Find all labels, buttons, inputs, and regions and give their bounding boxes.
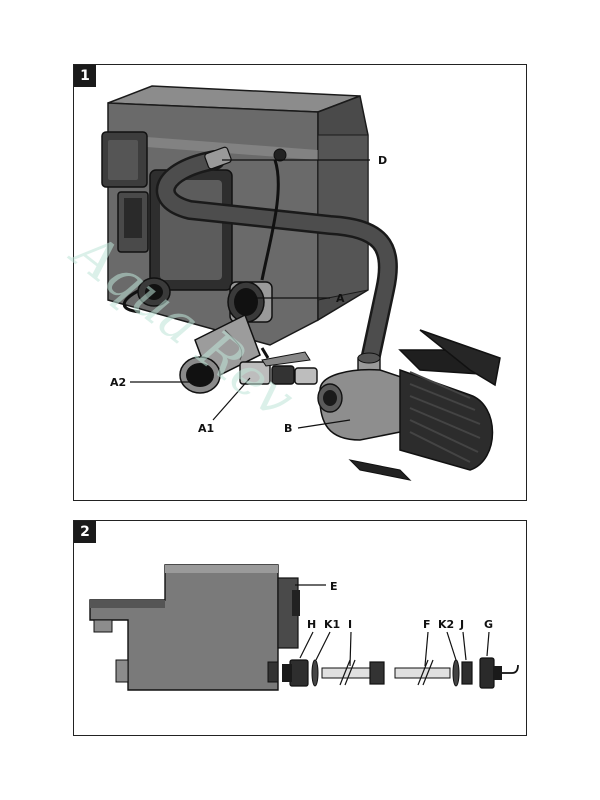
label-a: A	[336, 292, 345, 305]
part-i	[321, 659, 385, 686]
label-b: B	[284, 422, 292, 435]
pump-b	[317, 329, 501, 481]
filter-side-view	[89, 564, 300, 691]
label-g: G	[484, 618, 493, 631]
leader-h	[299, 631, 314, 659]
leader-g	[486, 631, 490, 657]
outlet-a	[137, 277, 273, 323]
figure-1-number: 1	[74, 65, 96, 87]
part-g	[479, 657, 519, 689]
label-f: F	[423, 618, 431, 631]
leader-f	[424, 631, 429, 667]
label-i: I	[348, 618, 352, 631]
label-j: J	[459, 618, 464, 631]
elbow-a2	[179, 313, 261, 394]
label-h: H	[307, 618, 316, 631]
part-f	[394, 659, 451, 686]
leader-i	[349, 631, 352, 667]
leader-a1	[212, 377, 251, 421]
label-a1: A1	[198, 422, 214, 435]
label-e: E	[330, 580, 338, 593]
uv-unit	[101, 131, 149, 253]
part-k2	[452, 659, 460, 687]
leader-j	[462, 631, 467, 661]
leader-k1	[315, 631, 331, 661]
connector-d	[204, 146, 287, 170]
leader-k2	[446, 631, 457, 661]
part-h	[282, 659, 309, 687]
part-k1	[311, 659, 319, 687]
figure-2-number: 2	[74, 521, 96, 543]
label-d: D	[378, 154, 387, 167]
leader-b	[297, 419, 351, 429]
label-k1: K1	[324, 618, 340, 631]
part-j	[461, 661, 473, 685]
label-k2: K2	[438, 618, 454, 631]
valve-a1	[239, 347, 318, 385]
label-a2: A2	[110, 376, 126, 389]
